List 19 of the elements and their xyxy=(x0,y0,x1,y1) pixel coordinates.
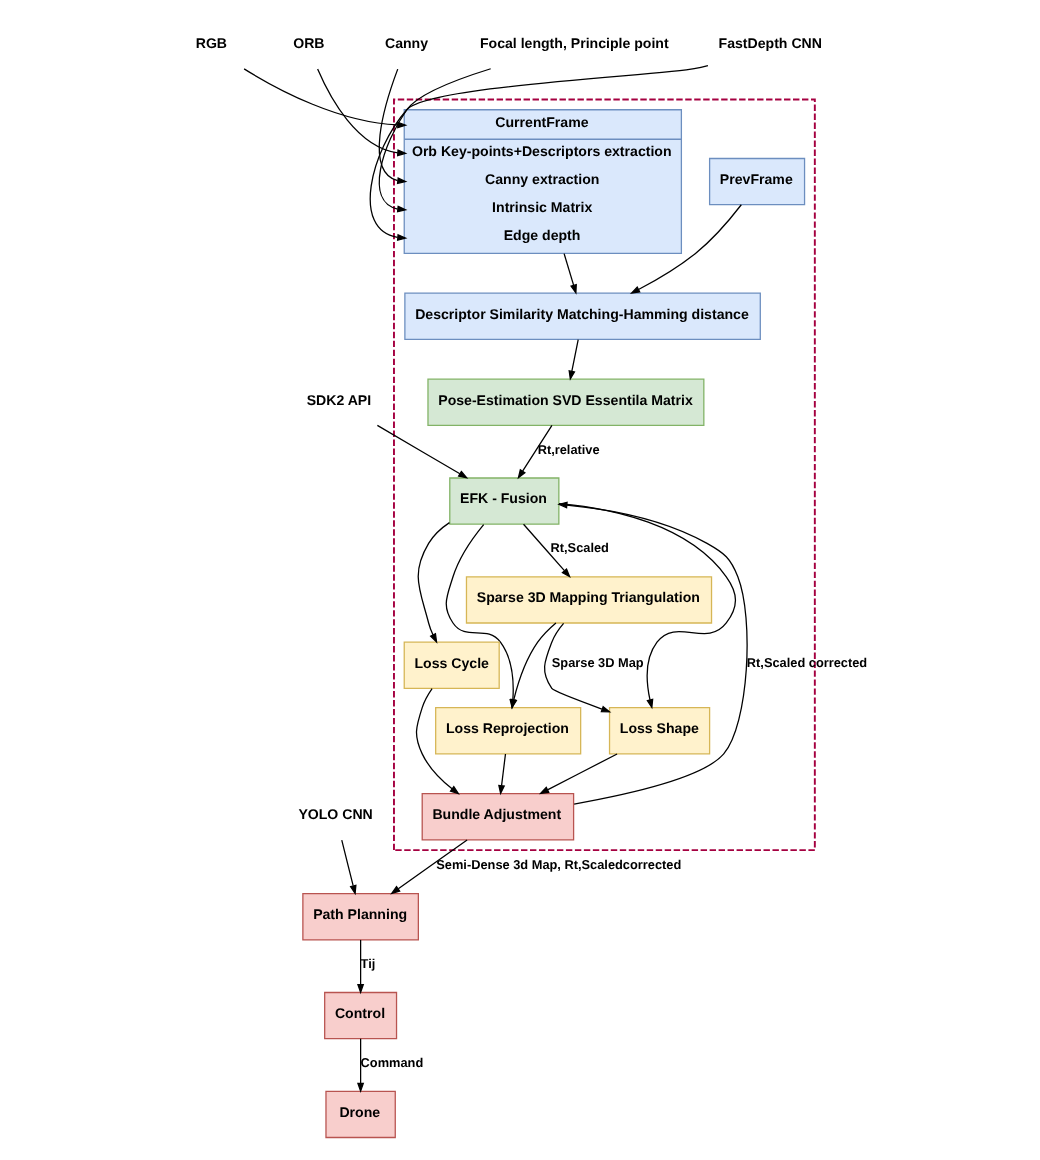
arrow xyxy=(377,68,491,213)
arrow xyxy=(497,753,506,796)
arrow xyxy=(389,839,467,895)
arrow xyxy=(356,1038,364,1093)
arrow xyxy=(557,503,736,710)
arrow xyxy=(537,753,617,795)
arrow xyxy=(567,338,578,381)
arrow xyxy=(562,252,576,295)
arrow xyxy=(416,522,450,644)
arrow xyxy=(356,939,364,995)
arrow xyxy=(516,424,552,480)
arrow xyxy=(556,501,747,805)
arrow xyxy=(628,204,741,294)
arrow xyxy=(521,523,570,578)
arrow xyxy=(340,839,356,896)
arrow xyxy=(542,622,611,713)
arrow xyxy=(414,688,459,795)
arrow xyxy=(368,64,708,241)
arrow xyxy=(375,424,468,479)
